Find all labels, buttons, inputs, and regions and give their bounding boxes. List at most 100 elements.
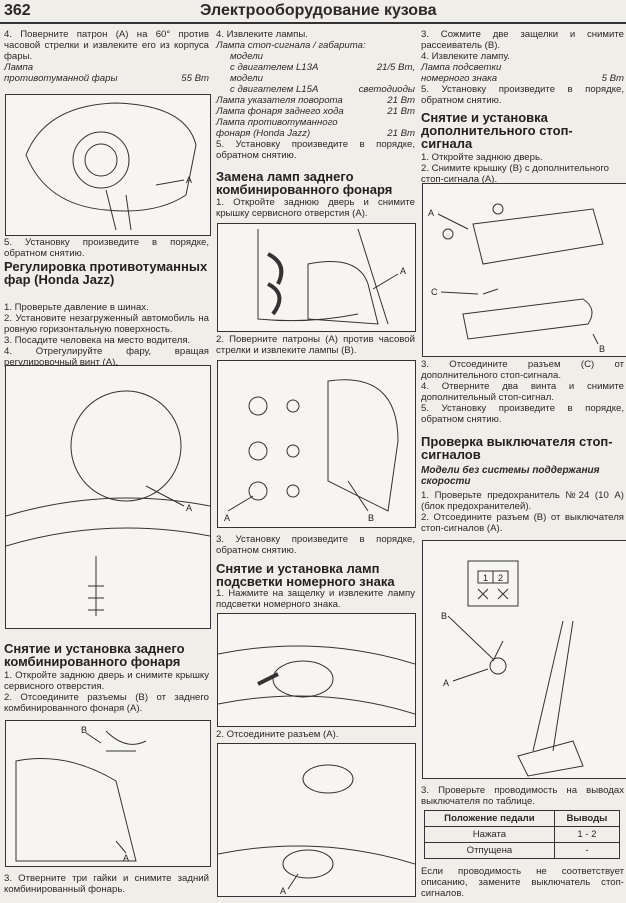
figure-fog-adjust-screw: A: [5, 365, 211, 629]
step-text: 1. Проверьте предохранитель №24 (10 А) (…: [421, 490, 624, 512]
switch-steps: 1. Проверьте предохранитель №24 (10 А) (…: [421, 490, 624, 534]
lamp-spec: модели: [216, 51, 415, 62]
step-text: 3. Посадите человека на место водителя.: [4, 335, 191, 346]
step-text: 3. Проверьте проводимость на выводах вык…: [421, 785, 624, 807]
terminal-1: 1: [483, 573, 488, 583]
section-heading: Регулировка противотуманных фар (Honda J…: [4, 259, 208, 287]
lamp-value: 55 Вт: [181, 73, 209, 84]
terminal-2: 2: [498, 573, 503, 583]
section-heading: Снятие и установка заднего комбинированн…: [4, 641, 185, 669]
callout-a: A: [224, 513, 230, 523]
lamp-spec: с двигателем L13A 21/5 Вт,: [216, 62, 415, 73]
figure-fog-lamp-socket: A: [5, 94, 211, 236]
step-text: 4. Поверните патрон (А) на 60° против ча…: [4, 29, 209, 62]
step-text: 2. Поверните патроны (А) против часовой …: [216, 334, 415, 356]
table-cell: 1 - 2: [553, 826, 621, 843]
lamp-label: Лампа подсветки: [421, 62, 502, 73]
callout-a: A: [123, 853, 129, 863]
step-text: 4. Извлеките лампы.: [216, 29, 308, 40]
step-text: 4. Извлеките лампу.: [421, 51, 510, 62]
lamp-name: с двигателем L13A: [230, 62, 319, 73]
step-text: 5. Установку произведите в порядке, обра…: [421, 84, 624, 106]
lamp-name: модели: [230, 73, 263, 84]
col2-lamps: 4. Извлеките лампы. Лампа стоп-сигнала /…: [216, 29, 415, 161]
step-text: 5. Установку произведите в порядке, обра…: [216, 139, 415, 161]
step-text: 2. Отсоедините разъем (А).: [216, 729, 339, 740]
callout-b: B: [368, 513, 374, 523]
page-number: 362: [4, 2, 31, 19]
step-text: 3. Отверните три гайки и снимите задний …: [4, 873, 209, 895]
section-heading: Снятие и установка ламп подсветки номерн…: [216, 561, 395, 589]
step-text: 1. Откройте заднюю дверь и снимите крышк…: [216, 197, 415, 219]
removal-steps: 1. Откройте заднюю дверь и снимите крышк…: [4, 670, 209, 714]
lamp-name: Лампа фонаря заднего хода: [216, 106, 344, 117]
lamp-name: модели: [230, 51, 263, 62]
note-text: Если проводимость не соответствует описа…: [421, 866, 624, 899]
lamp-name: Лампа указателя поворота: [216, 95, 343, 106]
callout-b: B: [441, 611, 447, 621]
column-header: Выводы: [553, 810, 621, 827]
step-text: 5. Установку произведите в порядке, обра…: [421, 403, 624, 425]
callout-a: A: [400, 266, 406, 276]
column-header: Положение педали: [424, 810, 555, 827]
callout-c: C: [431, 287, 438, 297]
table-row: Отпущена-: [424, 842, 621, 859]
callout-a: A: [428, 208, 434, 218]
figure-service-cover: A: [217, 223, 416, 332]
lamp-value: 5 Вт: [601, 73, 624, 84]
table-cell: Нажата: [424, 826, 555, 843]
subheading: Модели без системы поддержания скорости: [421, 465, 600, 487]
step-text: 2. Отсоедините разъемы (В) от заднего ко…: [4, 692, 209, 714]
callout-a: A: [443, 678, 449, 688]
step-text: 2. Отсоедините разъем (В) от выключателя…: [421, 512, 624, 534]
lamp-name: Лампа противотуманного: [216, 117, 338, 128]
callout-a: A: [186, 175, 192, 185]
lamp-value: светодиоды: [358, 84, 415, 95]
col3-intro: 3. Сожмите две защелки и снимите рассеив…: [421, 29, 624, 106]
step-text: 2. Установите незагруженный автомобиль н…: [4, 313, 209, 335]
lamp-name: фонаря (Honda Jazz): [216, 128, 311, 139]
section-heading: Замена ламп заднего комбинированного фон…: [216, 169, 393, 197]
highstop-steps-2: 3. Отсоедините разъем (С) от дополнитель…: [421, 359, 624, 425]
col1-intro: 4. Поверните патрон (А) на 60° против ча…: [4, 29, 209, 84]
lamp-value: 21 Вт: [387, 106, 415, 117]
table-cell: Отпущена: [424, 842, 555, 859]
step-text: 5. Установку произведите в порядке, обра…: [4, 237, 209, 259]
lamp-value: 21 Вт: [387, 95, 415, 106]
step-text: 1. Проверьте давление в шинах.: [4, 302, 149, 313]
header-rule: [0, 22, 626, 24]
lamp-spec: номерного знака 5 Вт: [421, 73, 624, 84]
step-text: 3. Отсоедините разъем (С) от дополнитель…: [421, 359, 624, 381]
lamp-name: Лампа стоп-сигнала / габарита:: [216, 40, 366, 51]
step-text: 2. Снимите крышку (В) с дополнительного …: [421, 163, 609, 185]
lamp-name: номерного знака: [421, 73, 498, 84]
lamp-value: 21/5 Вт,: [376, 62, 415, 73]
lamp-spec: Лампа фонаря заднего хода 21 Вт: [216, 106, 415, 117]
lamp-spec: с двигателем L15A светодиоды: [216, 84, 415, 95]
step-text: 3. Сожмите две защелки и снимите рассеив…: [421, 29, 624, 51]
lamp-name: с двигателем L15A: [230, 84, 319, 95]
adjust-steps: 1. Проверьте давление в шинах. 2. Устано…: [4, 302, 209, 368]
lamp-spec: Лампа противотуманного: [216, 117, 415, 128]
highstop-steps: 1. Откройте заднюю дверь. 2. Снимите кры…: [421, 152, 624, 185]
lamp-spec: Лампа указателя поворота 21 Вт: [216, 95, 415, 106]
callout-a: A: [280, 886, 286, 896]
figure-brake-switch: 1 2 B A: [422, 540, 626, 779]
figure-plate-lamp-connector: A: [217, 743, 416, 897]
lamp-spec: противотуманной фары 55 Вт: [4, 73, 209, 84]
table-cell: -: [553, 842, 621, 859]
page-title: Электрооборудование кузова: [200, 2, 437, 19]
lamp-spec: Лампа стоп-сигнала / габарита:: [216, 40, 415, 51]
step-text: 1. Откройте заднюю дверь.: [421, 152, 543, 163]
step-text: 4. Отверните два винта и снимите дополни…: [421, 381, 624, 403]
callout-b: B: [81, 725, 87, 735]
step-text: 4. Отрегулируйте фару, вращая регулирово…: [4, 346, 209, 368]
step-text: 1. Откройте заднюю дверь и снимите крышк…: [4, 670, 209, 692]
step-text: 3. Установку произведите в порядке, обра…: [216, 534, 415, 556]
callout-b: B: [599, 344, 605, 354]
lamp-name: противотуманной фары: [4, 73, 118, 84]
